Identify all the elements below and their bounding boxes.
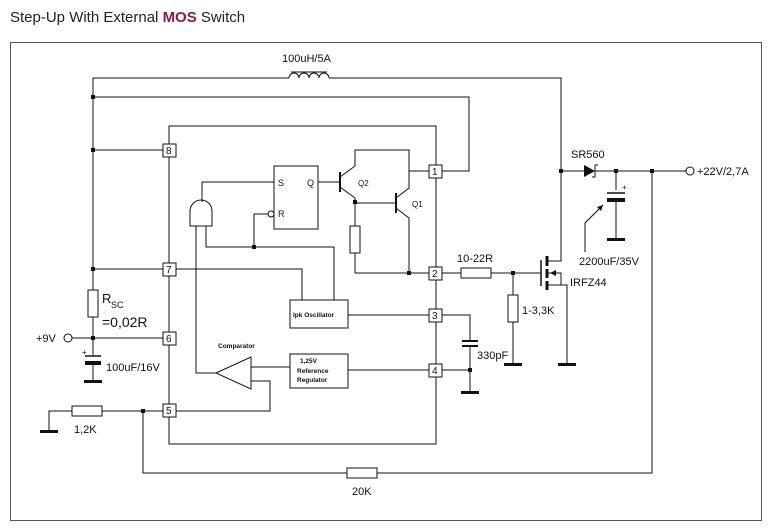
feedback-ground-wire [48,410,72,430]
reference-regulator [289,353,349,389]
q1-label: Q1 [412,200,423,209]
reference-line2: Reference [297,368,329,375]
gate-resistor [460,267,492,279]
ground-symbol [558,363,576,366]
feedback-bottom-wire [142,411,347,474]
pin-5-label: 5 [166,406,172,417]
schottky-diode [584,165,595,177]
svg-text:+: + [622,183,627,192]
input-cap-label: 100uF/16V [106,362,160,374]
title-prefix: Step-Up With External [10,9,163,26]
feedback-low-label: 1,2K [74,424,97,436]
page-title: Step-Up With External MOS Switch [10,9,245,26]
q2-label: Q2 [358,179,369,188]
gate-pulldown-resistor [507,294,519,323]
sense-resistor [87,289,99,318]
output-terminal [685,166,695,176]
pin2-internal-wire [354,253,429,274]
ic-body [168,125,437,445]
timing-cap-label: 330pF [477,350,508,362]
output-cap-label: 2200uF/35V [579,256,640,268]
pin1-supply-wire [93,96,470,172]
gate-resistor-label: 10-22R [457,253,493,265]
inductor-coil [288,72,330,79]
pin-1-label: 1 [432,167,438,178]
reference-line1: 1,25V [300,358,318,365]
pin7-internal-wire [176,268,303,300]
feedback-high-label: 20K [352,486,372,498]
output-capacitor [607,198,625,202]
pin-2-label: 2 [432,269,438,280]
sense-resistor-sub: SC [111,300,124,310]
pin-7-label: 7 [166,265,172,276]
ground-symbol [40,430,58,433]
title-suffix: Switch [196,9,246,26]
pin-3-label: 3 [432,311,438,322]
sense-resistor-value: =0,02R [102,314,148,330]
and-to-oscillator-wire [205,226,335,300]
comparator-label: Comparator [218,343,255,350]
flipflop-q: Q [307,178,314,188]
and-to-comparator-wire [195,226,216,374]
output-cap-leader [584,204,604,252]
ground-symbol [607,238,625,241]
input-label: +9V [36,333,57,345]
feedback-high-resistor [346,467,378,479]
inductor-label: 100uH/5A [282,53,332,65]
oscillator-block [289,299,349,329]
output-label: +22V/2,7A [697,166,749,178]
title-highlight: MOS [162,9,197,26]
feedback-return-wire [377,171,653,474]
gate-pulldown-label: 1-3,3K [522,305,555,317]
pin-6-label: 6 [166,334,172,345]
pin-8-label: 8 [166,146,172,157]
pin-4-label: 4 [432,366,438,377]
flipflop-s: S [278,178,284,188]
sense-resistor-r: R [102,291,111,306]
diode-label: SR560 [571,149,605,161]
reference-line3: Regulator [297,377,328,384]
mosfet-label: IRFZ44 [570,277,607,289]
oscillator-label: Ipk Oscillator [293,312,335,319]
comparator [214,356,252,390]
base-resistor [349,225,361,254]
diagram-frame [10,42,762,521]
ground-symbol [461,391,479,394]
input-terminal [63,333,73,343]
inductor-right-wire [329,77,562,248]
ground-symbol [84,380,102,383]
and-gate [189,199,213,227]
pin5-internal-wire [176,380,271,412]
feedback-low-resistor [71,405,103,417]
flip-flop [273,165,319,230]
svg-text:+: + [82,348,87,357]
ground-symbol [504,363,522,366]
flipflop-r: R [278,209,285,219]
